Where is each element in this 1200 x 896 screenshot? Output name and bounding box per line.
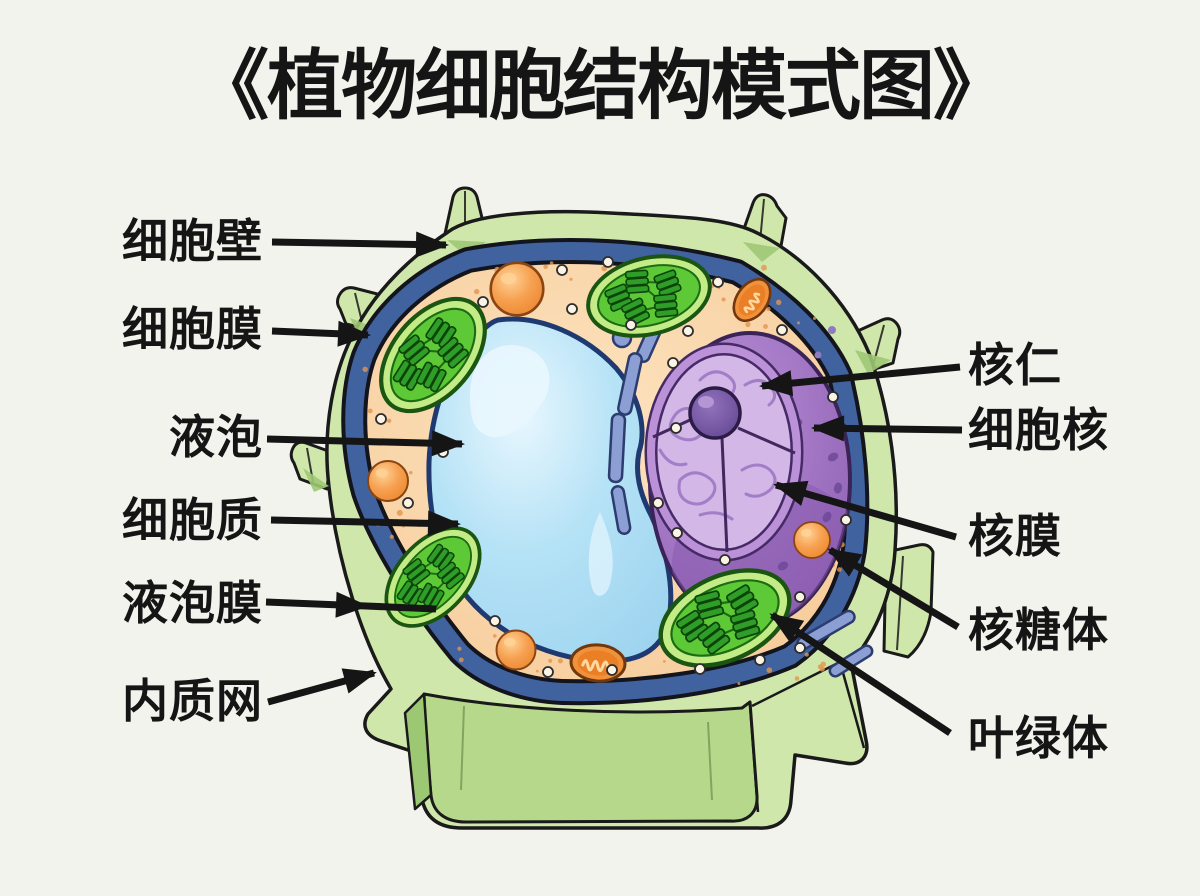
arrow-nucleus — [811, 415, 963, 442]
annotation-arrows — [265, 231, 963, 736]
label-nucleolus: 核仁 — [968, 338, 1062, 392]
micro-dot — [828, 326, 836, 334]
label-ribosome: 核糖体 — [968, 603, 1109, 657]
label-cytoplasm: 细胞质 — [122, 493, 263, 547]
micro-dot — [814, 351, 822, 359]
arrow-tonoplast — [265, 591, 437, 618]
arrow-cytoplasm — [270, 510, 461, 537]
label-chloroplast: 叶绿体 — [968, 711, 1109, 765]
globule-bottom — [495, 629, 537, 671]
label-tonoplast: 液泡膜 — [122, 576, 263, 630]
arrow-nuclear-membrane — [773, 480, 957, 541]
label-cell-membrane: 细胞膜 — [122, 302, 263, 356]
cell-wall-slab — [403, 660, 866, 824]
globule-top — [489, 261, 545, 317]
label-nuclear-membrane: 核膜 — [968, 509, 1062, 563]
globule-left — [366, 459, 410, 503]
ribosome-globule — [793, 521, 831, 559]
arrow-cell-wall — [271, 231, 449, 258]
label-vacuole: 液泡 — [169, 410, 263, 464]
arrow-nucleolus — [759, 363, 961, 397]
arrow-endoplasmic-reticulum — [267, 668, 377, 706]
arrow-ribosome — [827, 547, 960, 630]
arrow-cell-membrane — [271, 320, 371, 347]
label-cell-wall: 细胞壁 — [122, 214, 263, 268]
nucleolus-shape — [688, 386, 742, 440]
label-endoplasmic-reticulum: 内质网 — [122, 674, 263, 728]
label-nucleus: 细胞核 — [968, 403, 1109, 457]
arrow-chloroplast — [769, 612, 952, 736]
arrow-vacuole — [266, 430, 465, 457]
page-title: 《植物细胞结构模式图》 — [193, 41, 1009, 130]
